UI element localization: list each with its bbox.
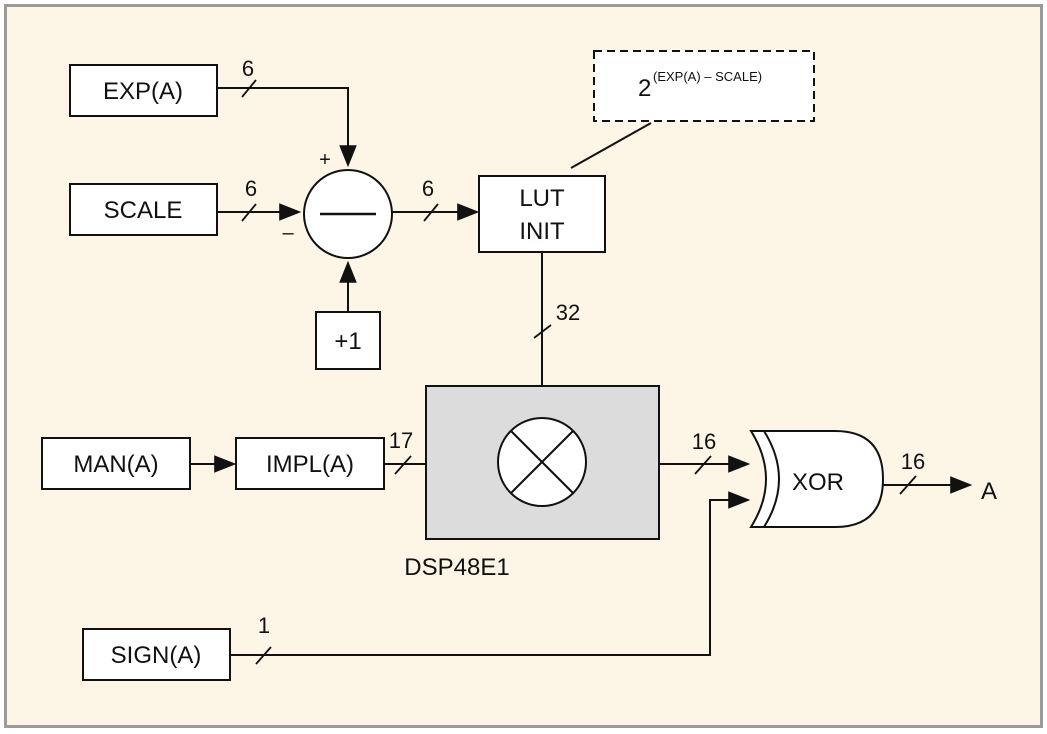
lut-out-bus-width: 32 — [556, 300, 580, 325]
output-label: A — [981, 478, 997, 505]
lut-note-exponent: (EXP(A) – SCALE) — [653, 69, 762, 84]
xor-gate-input-curve — [763, 430, 780, 528]
exp-bus-tick — [241, 79, 257, 98]
exp-wire — [217, 87, 357, 168]
man-label: MAN(A) — [73, 451, 158, 478]
xor-gate — [749, 430, 885, 528]
sign-bus-width: 1 — [258, 613, 270, 638]
scale-label: SCALE — [104, 197, 183, 224]
lut-note-leader — [570, 122, 652, 169]
impl-out-bus-tick — [394, 455, 412, 475]
sub-out-bus-tick — [423, 203, 439, 222]
sign-bus-tick — [255, 646, 272, 665]
exp-label: EXP(A) — [103, 78, 183, 105]
diagram-frame — [4, 4, 1043, 728]
plus-one-label: +1 — [334, 328, 361, 355]
dsp-label: DSP48E1 — [404, 554, 509, 581]
sign-label: SIGN(A) — [111, 642, 202, 669]
lut-out-bus-tick — [533, 324, 552, 339]
lut-note-base: 2 — [638, 75, 651, 102]
multiply-icon-stroke-2 — [510, 430, 574, 494]
scale-block — [69, 183, 218, 236]
dsp-out-bus-width: 16 — [692, 429, 716, 454]
xor-label: XOR — [792, 469, 844, 496]
impl-label: IMPL(A) — [266, 451, 354, 478]
sub-out-bus-width: 6 — [422, 176, 434, 201]
lut-note-box — [593, 50, 815, 122]
dsp-out-bus-tick — [694, 455, 712, 475]
minus-sign: – — [282, 222, 294, 244]
lut-init-block — [478, 175, 606, 253]
scale-bus-tick — [241, 203, 257, 222]
sign-wire — [230, 491, 751, 656]
impl-block — [235, 437, 385, 490]
exp-block — [69, 64, 218, 117]
plus-sign: + — [319, 149, 331, 171]
impl-out-bus-width: 17 — [389, 428, 413, 453]
lut-label-line2: INIT — [519, 218, 565, 245]
xor-out-bus-width: 16 — [901, 449, 925, 474]
lut-label-line1: LUT — [519, 185, 565, 212]
scale-bus-width: 6 — [245, 176, 257, 201]
exp-bus-width: 6 — [242, 56, 254, 81]
xor-out-bus-tick — [899, 475, 917, 495]
